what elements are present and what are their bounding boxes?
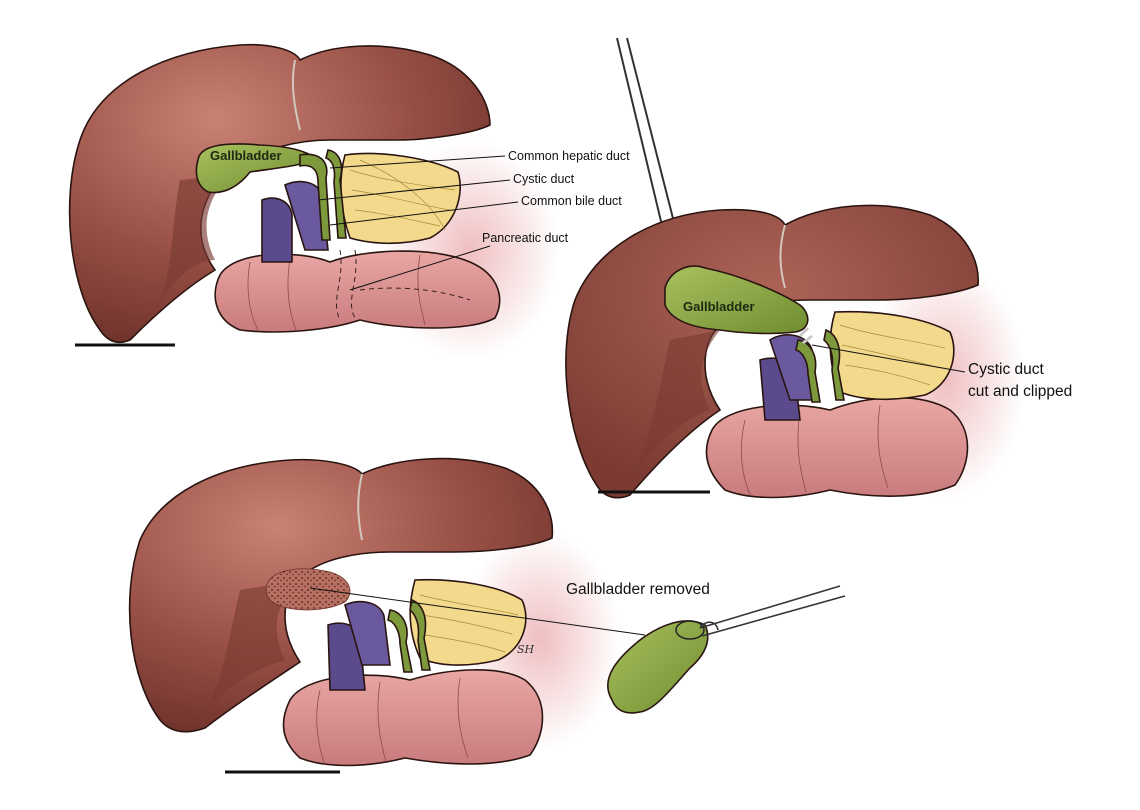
pancreas xyxy=(829,310,955,401)
gallbladder-bed xyxy=(265,568,351,611)
signature: SH xyxy=(517,643,535,656)
duodenum-folds xyxy=(247,254,426,331)
liver-underside xyxy=(630,330,720,480)
label-common-hepatic-duct: Common hepatic duct xyxy=(508,149,630,163)
ducts xyxy=(387,598,431,673)
pancreas-lines xyxy=(419,594,519,653)
liver-underside xyxy=(200,580,300,720)
leader-common-bile xyxy=(329,201,519,226)
pancreatic-duct-dashed xyxy=(336,249,471,321)
duodenum xyxy=(705,396,969,499)
leader-cystic xyxy=(317,179,511,201)
duodenum-folds xyxy=(316,677,469,766)
leader-common-hepatic xyxy=(329,155,506,169)
portal-vein xyxy=(261,197,293,263)
panel-1-anatomy: Gallbladder Common hepatic duct Cystic d… xyxy=(68,43,630,360)
ducts xyxy=(795,328,845,403)
label-cystic-duct: Cystic duct xyxy=(513,172,575,186)
ducts xyxy=(299,149,347,241)
duodenum xyxy=(214,250,501,333)
liver-lobe-line xyxy=(291,59,301,131)
pancreas xyxy=(340,152,461,245)
leader-pancreatic xyxy=(349,245,491,291)
label-pancreatic-duct: Pancreatic duct xyxy=(482,231,569,245)
gallbladder-label: Gallbladder xyxy=(683,299,755,314)
duodenum xyxy=(282,669,544,767)
vena-cava xyxy=(284,180,329,251)
label-cystic-duct-cut-line2: cut and clipped xyxy=(968,383,1072,400)
liver-lobe-line xyxy=(357,473,363,541)
label-gallbladder-removed: Gallbladder removed xyxy=(566,581,710,598)
liver-underside xyxy=(150,175,230,320)
leader-cystic-cut xyxy=(811,344,966,373)
leader-removed xyxy=(309,587,646,636)
liver-lobe-line xyxy=(779,224,786,289)
label-common-bile-duct: Common bile duct xyxy=(521,194,622,208)
panel-2-anatomy: Gallbladder Cystic duct cut and clipped xyxy=(565,37,1072,500)
gallbladder xyxy=(195,143,317,194)
pancreas xyxy=(409,578,527,666)
portal-vein xyxy=(344,600,391,666)
forceps-instrument xyxy=(699,585,846,637)
label-cystic-duct-cut-line1: Cystic duct xyxy=(968,361,1044,378)
clips xyxy=(798,326,813,345)
panel-3-anatomy: Gallbladder removed SH xyxy=(128,457,846,774)
gallbladder xyxy=(664,265,809,335)
duodenum-folds xyxy=(741,404,889,496)
removed-gallbladder xyxy=(607,620,709,714)
pancreas-lines xyxy=(349,159,456,231)
gallbladder-label: Gallbladder xyxy=(210,148,282,163)
